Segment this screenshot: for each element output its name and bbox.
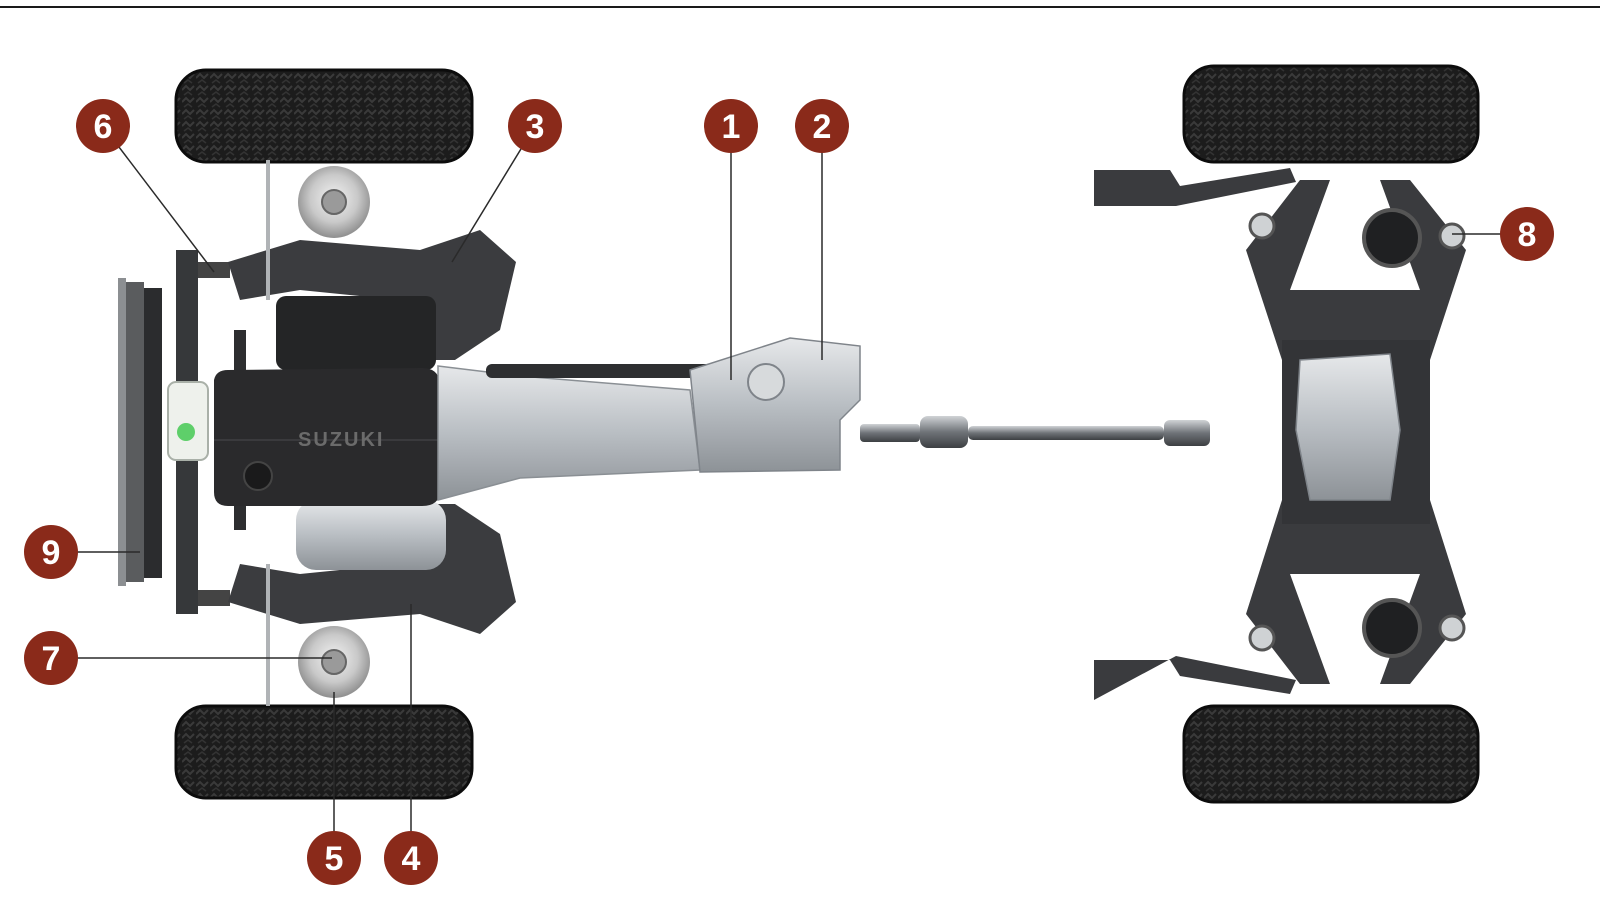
tire-rear-left	[1182, 64, 1480, 164]
callout-6-leader-line	[102, 125, 215, 273]
transmission	[437, 364, 716, 501]
tire-front-left	[174, 68, 474, 164]
engine-cover: SUZUKI	[214, 368, 440, 506]
transfer-case	[689, 337, 861, 473]
callout-markers: 1 2 3 4 5 6 7 8 9	[24, 99, 1554, 885]
coolant-reservoir	[167, 381, 209, 461]
callout-6: 6	[76, 99, 215, 273]
callout-9-number: 9	[42, 534, 61, 572]
callout-2: 2	[795, 99, 849, 360]
callout-7-number: 7	[42, 640, 61, 678]
callout-4-number: 4	[402, 840, 421, 878]
callout-3-marker	[508, 99, 562, 153]
callout-8-number: 8	[1518, 216, 1537, 254]
callout-9: 9	[24, 525, 140, 579]
callout-6-marker	[76, 99, 130, 153]
rear-differential	[1295, 353, 1401, 501]
rear-trailing-arms	[1094, 168, 1296, 700]
callout-6-number: 6	[94, 108, 113, 146]
callout-2-number: 2	[813, 108, 832, 146]
engine-block	[276, 296, 446, 570]
callout-3-number: 3	[526, 108, 545, 146]
callout-1-number: 1	[722, 108, 741, 146]
tire-front-right	[174, 704, 474, 800]
callout-9-marker	[24, 525, 78, 579]
callout-8-marker	[1500, 207, 1554, 261]
rear-spring-seats	[1248, 208, 1466, 658]
callout-5: 5	[307, 692, 361, 885]
callout-7-marker	[24, 631, 78, 685]
callout-2-marker	[795, 99, 849, 153]
tire-rear-right	[1182, 704, 1480, 804]
callout-1: 1	[704, 99, 758, 380]
callout-8: 8	[1452, 207, 1554, 261]
top-rule	[0, 0, 1600, 8]
propeller-shaft	[860, 416, 1210, 448]
radiator	[118, 250, 230, 614]
callout-5-number: 5	[325, 840, 344, 878]
callout-4: 4	[384, 604, 438, 885]
callout-7: 7	[24, 631, 332, 685]
callout-3: 3	[451, 99, 562, 263]
callout-4-marker	[384, 831, 438, 885]
callout-1-marker	[704, 99, 758, 153]
front-strut-top	[298, 166, 370, 698]
callout-5-marker	[307, 831, 361, 885]
engine-brand-text: SUZUKI	[298, 429, 384, 451]
